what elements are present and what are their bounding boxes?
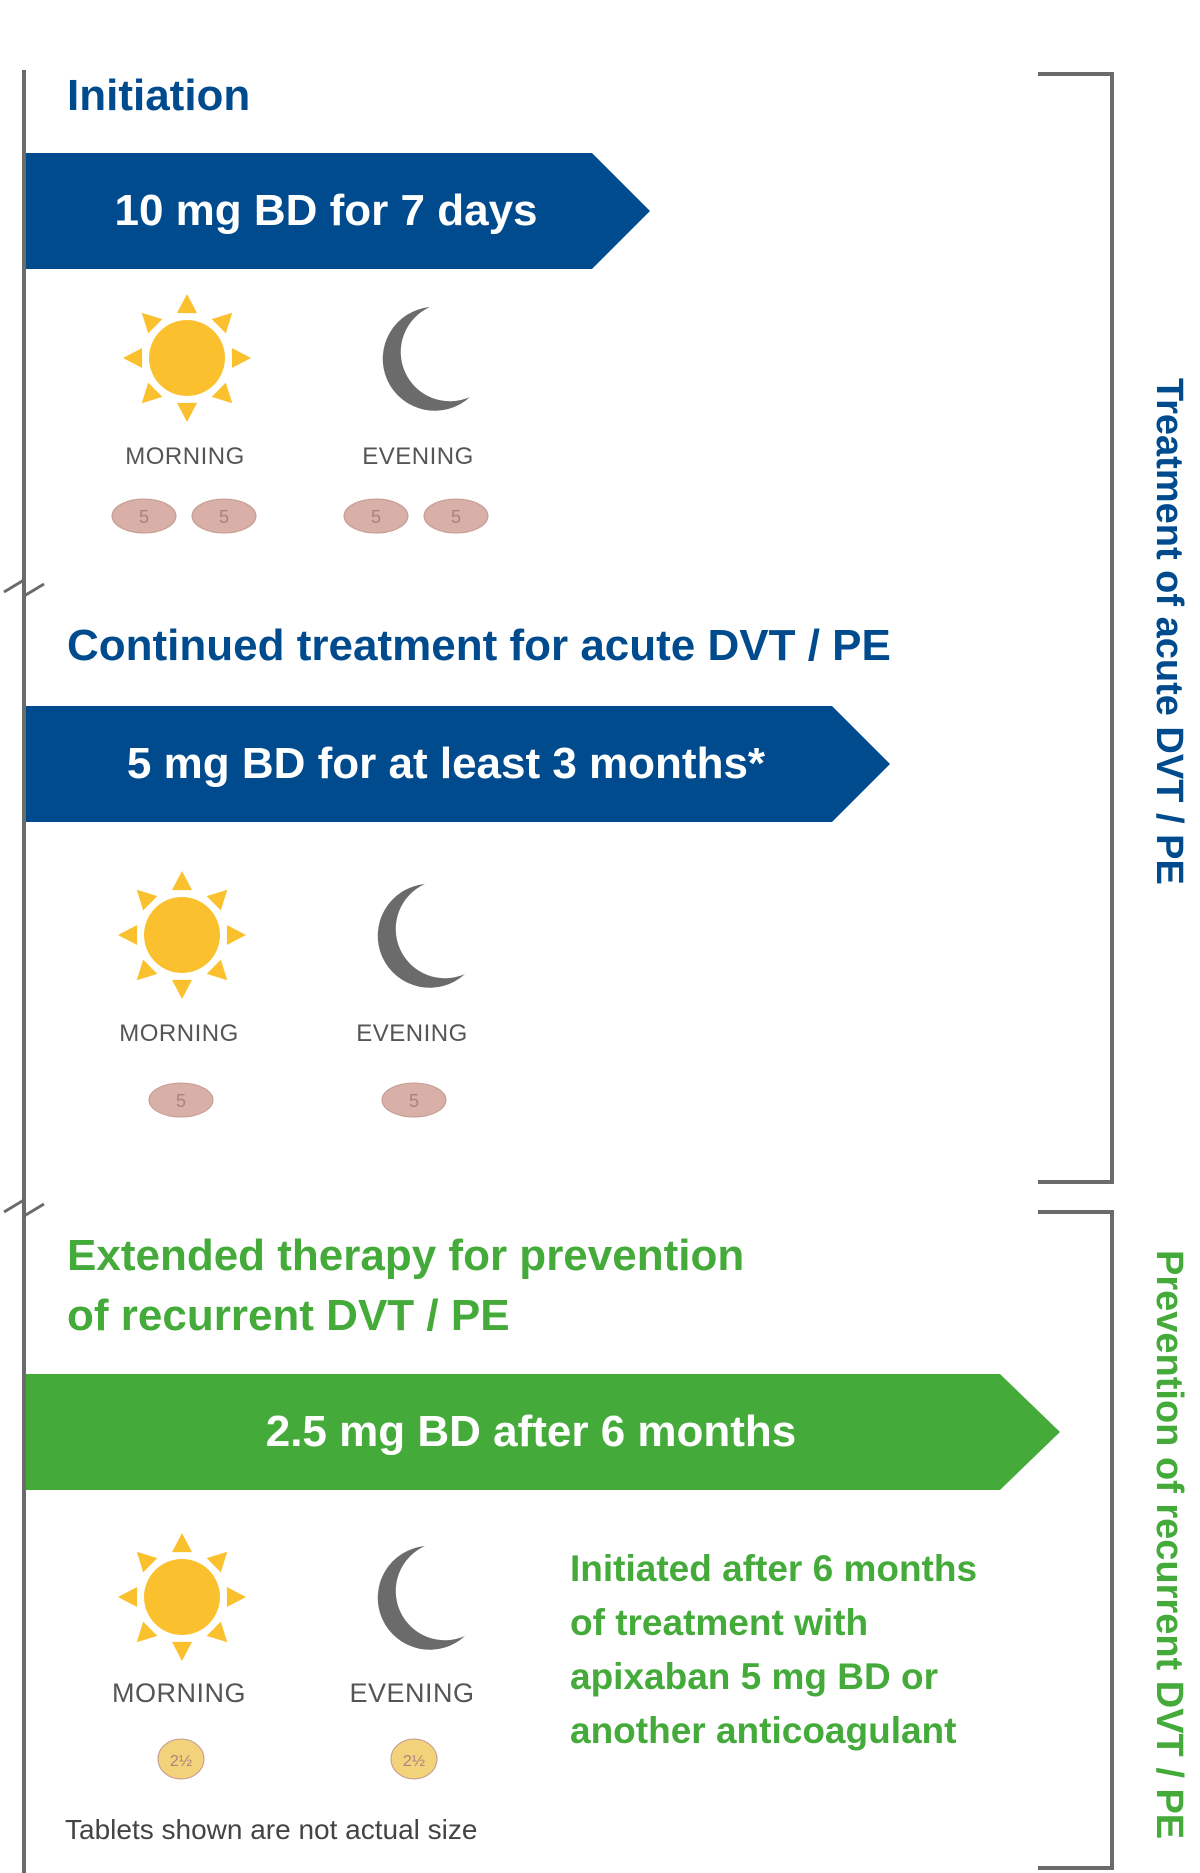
pink-tablet-icon: 5 [343,498,409,534]
extended-heading-line2: of recurrent DVT / PE [67,1291,510,1340]
extended-morning-sun-icon [117,1532,247,1667]
right-brackets [1038,72,1114,1870]
sun-disk [144,897,220,973]
sun-ray [171,1533,193,1553]
sun-ray [118,924,138,946]
pink-tablet-icon: 5 [423,498,489,534]
sun-ray [206,1551,228,1573]
sun-ray [231,347,251,369]
svg-text:2½: 2½ [170,1753,192,1770]
moon-crescent [382,307,470,411]
svg-text:5: 5 [176,1091,186,1111]
sun-ray [123,347,143,369]
yellow-tablet-icon: 2½ [390,1738,438,1780]
pink-tablet-icon: 5 [191,498,257,534]
continued-evening-label: EVENING [356,1020,468,1047]
timeline-break-mark [3,577,45,599]
sun-icon [123,294,251,422]
sun-ray [176,294,198,314]
extended-note-line: apixaban 5 mg BD or [570,1656,939,1697]
extended-evening-tablets: 2½ [389,1736,439,1787]
moon-icon [377,884,465,988]
svg-text:5: 5 [219,507,229,527]
prevention-side-label: Prevention of recurrent DVT / PE [1148,1250,1190,1840]
initiation-heading: Initiation [67,71,251,120]
continued-heading: Continued treatment for acute DVT / PE [67,621,891,670]
initiation-evening-label: EVENING [362,443,474,470]
moon-icon [377,1546,465,1650]
sun-ray [226,924,246,946]
initiation-morning-sun-icon [122,293,252,428]
moon-crescent [377,884,465,988]
sun-ray [206,959,228,981]
continued-evening-moon-icon [373,880,473,995]
sun-ray [118,1586,138,1608]
svg-text:5: 5 [139,507,149,527]
continued-morning-sun-icon [117,870,247,1005]
initiation-morning-label: MORNING [125,443,245,470]
sun-ray [171,979,193,999]
continued-morning-tablets: 5 [147,1080,215,1125]
sun-ray [171,871,193,891]
extended-evening-moon-icon [373,1542,473,1657]
pink-tablet-icon: 5 [148,1082,214,1118]
initiation-arrow [26,153,650,269]
sun-ray [136,959,158,981]
timeline-break-mark [3,1197,45,1219]
sun-ray [211,382,233,404]
sun-ray [136,889,158,911]
sun-ray [171,1641,193,1661]
continued-evening-tablets: 5 [380,1080,448,1125]
continued-arrow [26,706,890,822]
sun-ray [141,382,163,404]
svg-text:5: 5 [371,507,381,527]
extended-morning-tablets: 2½ [156,1736,206,1787]
svg-text:5: 5 [409,1091,419,1111]
pink-tablet-icon: 5 [111,498,177,534]
sun-ray [176,402,198,422]
sun-icon [118,1533,246,1661]
initiation-arrow-text: 10 mg BD for 7 days [114,186,538,235]
extended-heading-line1: Extended therapy for prevention [67,1231,745,1280]
timeline-line [3,70,45,1873]
continued-arrow-text: 5 mg BD for at least 3 months* [126,739,766,788]
sun-ray [226,1586,246,1608]
yellow-tablet-icon: 2½ [157,1738,205,1780]
treatment-bracket [1038,72,1114,1184]
sun-icon [118,871,246,999]
sun-ray [136,1621,158,1643]
extended-evening-label: EVENING [349,1678,475,1708]
extended-note-line: another anticoagulant [570,1710,957,1751]
initiation-evening-moon-icon [378,303,478,418]
sun-ray [136,1551,158,1573]
pink-tablet-icon: 5 [381,1082,447,1118]
extended-arrow-text: 2.5 mg BD after 6 months [265,1407,797,1456]
extended-arrow [26,1374,1060,1490]
sun-ray [141,312,163,334]
prevention-bracket [1038,1210,1114,1870]
extended-note-line: Initiated after 6 months [570,1548,978,1589]
sun-disk [149,320,225,396]
svg-text:5: 5 [451,507,461,527]
tablets-footnote: Tablets shown are not actual size [65,1814,478,1845]
sun-ray [206,1621,228,1643]
sun-disk [144,1559,220,1635]
continued-morning-label: MORNING [119,1020,239,1047]
sun-ray [206,889,228,911]
extended-note: Initiated after 6 months of treatment wi… [570,1542,977,1758]
sun-ray [211,312,233,334]
svg-text:2½: 2½ [403,1753,425,1770]
extended-morning-label: MORNING [112,1678,246,1708]
extended-note-line: of treatment with [570,1602,869,1643]
moon-icon [382,307,470,411]
treatment-side-label: Treatment of acute DVT / PE [1148,378,1190,885]
moon-crescent [377,1546,465,1650]
